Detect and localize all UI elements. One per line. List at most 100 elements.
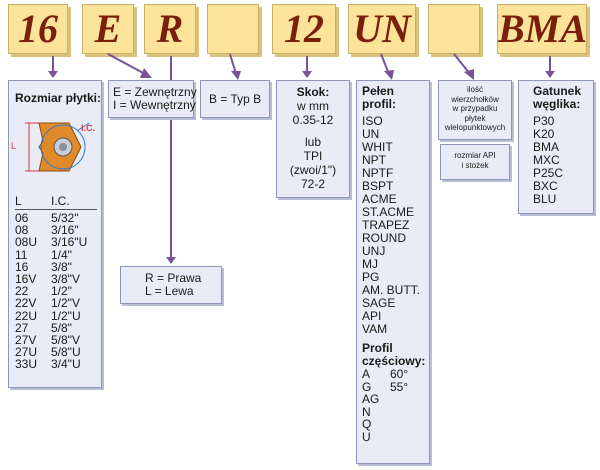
cell-ic: 1/2" (51, 284, 72, 299)
cell-l: 08 (15, 223, 29, 238)
ext-label: E = Zewnętrzny (113, 85, 197, 99)
cell-l: 27V (15, 333, 37, 348)
full-profile-item: API (362, 309, 382, 323)
full-profile-item: PG (362, 270, 380, 284)
code-pitch: 12 (272, 4, 336, 54)
grade-item: MXC (533, 153, 560, 167)
table-row: 08 3/16" (15, 224, 97, 236)
cell-l: 22U (15, 308, 38, 323)
hand-box: R = Prawa L = Lewa (120, 266, 222, 304)
full-profile-item: NPTF (362, 166, 394, 180)
cell-ic: 1/2"V (51, 296, 80, 311)
cell-ic: 1/4" (51, 247, 72, 262)
pitch-tpi: TPI (303, 149, 323, 163)
full-profile-item: ST.ACME (362, 205, 415, 219)
connector-profile (380, 53, 394, 80)
connector-type (229, 53, 241, 80)
dim-ic-label: I.C. (81, 123, 96, 133)
arrow-hand (166, 257, 176, 264)
table-row: 22V 1/2"V (15, 297, 97, 309)
int-label: I = Wewnętrzny (113, 98, 196, 112)
partial-profile-item: Q (362, 418, 429, 431)
partial-profile-angle: 55° (390, 379, 409, 394)
cell-l: 22 (15, 284, 29, 299)
code-teeth (428, 4, 480, 54)
type-label: B = Typ B (209, 92, 262, 106)
cell-l: 06 (15, 211, 29, 225)
type-box: B = Typ B (200, 80, 270, 118)
api-line: rozmiar API (454, 151, 496, 160)
code-profile: UN (348, 4, 416, 54)
cell-l: 22V (15, 296, 37, 311)
arrow-pitch (302, 71, 312, 78)
full-profile-item: UN (362, 127, 380, 141)
full-profile-item: ACME (362, 192, 397, 206)
cell-l: 16V (15, 272, 37, 287)
dim-l-label: L (11, 141, 17, 151)
partial-profile-title-2: częściowy: (362, 354, 426, 368)
connector-size (52, 56, 54, 72)
right-hand-label: R = Prawa (145, 271, 202, 285)
grade-title-1: Gatunek (533, 84, 582, 98)
size-title: Rozmiar płytki: (15, 91, 102, 105)
table-row: 22 1/2" (15, 285, 97, 297)
grade-item: P30 (533, 114, 555, 128)
full-profile-item: AM. BUTT. (362, 283, 421, 297)
full-profile-title-1: Pełen (362, 84, 395, 98)
grade-title-2: węglika: (533, 97, 581, 111)
partial-profile-item: AG (362, 393, 429, 406)
partial-profile-code: G (362, 379, 372, 394)
grade-item: BXC (533, 179, 558, 193)
teeth-line: wierzchołków (451, 94, 499, 104)
partial-profile-title-1: Profil (362, 341, 393, 355)
partial-profile-item: A 60° (362, 368, 429, 381)
table-row: 22U 1/2"U (15, 308, 97, 323)
cell-ic: 3/8" (51, 259, 72, 274)
code-size: 16 (8, 4, 68, 54)
partial-profile-code: U (362, 429, 371, 444)
table-row: 06 5/32" (15, 212, 97, 224)
partial-profile-item: G 55° (362, 379, 429, 394)
cell-l: 08U (15, 235, 38, 250)
pitch-tpi-unit: (zwoi/1") (289, 163, 337, 177)
partial-profile-item: U (362, 429, 429, 444)
ext-int-box: E = Zewnętrzny I = Wewnętrzny (108, 80, 197, 118)
cell-ic: 3/4"U (51, 357, 81, 372)
full-profile-item: ISO (362, 114, 383, 128)
grade-item: P25C (533, 166, 564, 180)
full-profile-item: MJ (362, 257, 378, 271)
full-profile-item: ROUND (362, 231, 406, 245)
pitch-unit-mm: w mm (297, 99, 329, 113)
cell-l: 27 (15, 320, 29, 335)
teeth-line: ilość (466, 85, 483, 94)
partial-profile-code: A (362, 367, 371, 381)
full-profile-item: NPT (362, 153, 386, 167)
code-ext-int: E (82, 4, 134, 54)
arrow-size (48, 71, 58, 78)
partial-profile-angle: 60° (390, 367, 409, 381)
connector-teeth (453, 53, 474, 80)
code-hand: R (144, 4, 196, 54)
cell-ic: 5/32" (51, 211, 79, 225)
cell-ic: 3/16" (51, 223, 79, 238)
arrow-grade (545, 71, 555, 78)
full-profile-item: BSPT (362, 179, 394, 193)
pitch-or: lub (304, 135, 321, 149)
cell-ic: 5/8"V (51, 333, 80, 348)
cell-ic: 1/2"U (51, 308, 81, 323)
